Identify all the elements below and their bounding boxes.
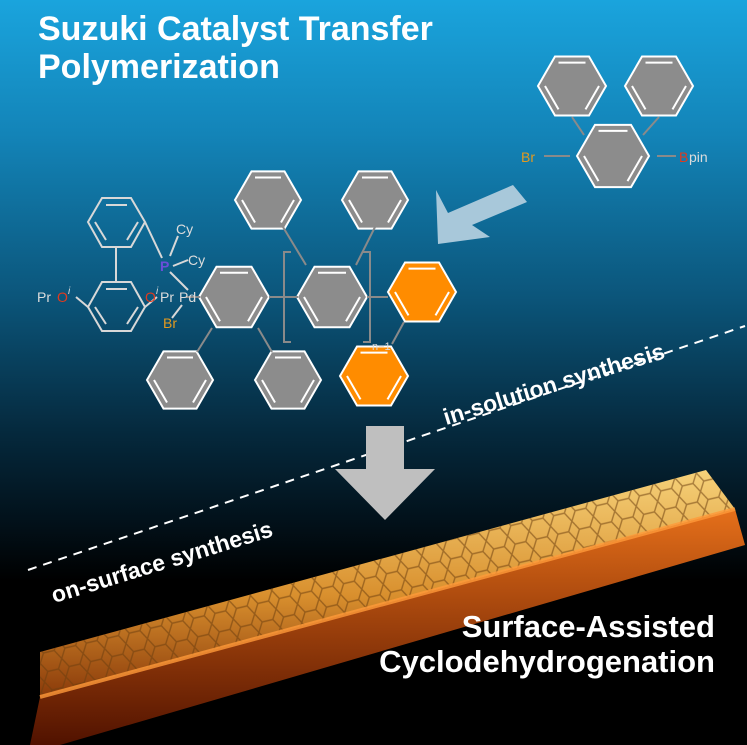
catalyst-opr-right-pr: Pr — [160, 289, 174, 305]
arrow-diagonal-icon — [436, 185, 527, 244]
polymer-ring-2-double-bond — [345, 296, 361, 322]
polymer-ring-1-double-bond — [205, 296, 221, 322]
catalyst-opr-left-o: O — [57, 289, 68, 305]
polymer-end-ring-1-double-bond — [434, 291, 450, 316]
repeat-brackets — [283, 251, 371, 343]
catalyst-opr-right-o: O — [145, 289, 156, 305]
monomer-core-ring-double-bond — [583, 155, 600, 182]
monomer-boron-label: B — [679, 149, 688, 165]
title-bottom: Surface-Assisted Cyclodehydrogenation — [379, 609, 715, 679]
polymer-top-ring-1-icon — [233, 170, 303, 230]
title-top: Suzuki Catalyst Transfer Polymerization — [38, 10, 433, 86]
monomer-bonds — [544, 116, 676, 157]
polymer-top-ring-2-double-bond — [348, 199, 363, 224]
polymer-top-ring-1-double-bond — [241, 199, 256, 224]
catalyst-opr-left-pr: Pr — [37, 289, 51, 305]
polymer-end-ring-1-icon — [386, 261, 458, 323]
polymer-bottom-ring-1-double-bond — [192, 379, 207, 404]
polymer-bottom-ring-2-double-bond — [261, 379, 276, 404]
title-top-line1: Suzuki Catalyst Transfer — [38, 10, 433, 48]
arrow-down-icon — [335, 426, 435, 520]
monomer-ring-right-double-bond — [631, 85, 647, 110]
polymer-end-ring-1-double-bond — [394, 291, 410, 316]
polymer-end-ring-2-icon — [338, 345, 410, 407]
catalyst-pd-label: Pd — [179, 289, 196, 305]
monomer-core-ring-double-bond — [626, 155, 643, 182]
monomer-core-ring-icon — [575, 123, 651, 189]
polymer-end-ring-2-double-bond — [386, 375, 402, 400]
polymer-ring-2-double-bond — [303, 296, 319, 322]
polymer-bottom-ring-1-icon — [145, 350, 215, 410]
title-bottom-line1: Surface-Assisted — [461, 609, 715, 644]
monomer-ring-left-double-bond — [584, 85, 600, 110]
monomer-br-label: Br — [521, 149, 535, 165]
catalyst-opr-right-i: i — [156, 286, 159, 297]
polymer-bottom-ring-1-double-bond — [153, 379, 168, 404]
repeat-subscript: n−1 — [372, 341, 391, 353]
polymer-bonds — [186, 226, 405, 353]
catalyst-p-label: P — [160, 258, 169, 274]
dashed-divider-icon — [27, 325, 746, 571]
graphene-ribbon-icon — [30, 470, 745, 745]
catalyst-opr-left-i: i — [68, 286, 71, 297]
polymer-ring-1-double-bond — [247, 296, 263, 322]
title-top-line2: Polymerization — [38, 48, 280, 87]
polymer-top-ring-2-icon — [340, 170, 410, 230]
monomer-ring-right-double-bond — [671, 85, 687, 110]
polymer-top-ring-1-double-bond — [280, 199, 295, 224]
catalyst-cy2-label: Cy — [188, 252, 205, 268]
chem-labels: Br B pin Cy Cy P Pd Br Pr O i O i Pr n−1 — [37, 149, 708, 353]
monomer-ring-left-double-bond — [544, 85, 560, 110]
polymer-ring-1-icon — [197, 265, 271, 329]
polymer-bottom-ring-2-double-bond — [300, 379, 315, 404]
polymer-top-ring-2-double-bond — [387, 199, 402, 224]
catalyst-br-label: Br — [163, 315, 177, 331]
catalyst-cy1-label: Cy — [176, 221, 193, 237]
title-bottom-line2: Cyclodehydrogenation — [379, 643, 715, 679]
polymer-end-ring-2-double-bond — [346, 375, 362, 400]
monomer-ring-left-icon — [536, 55, 608, 117]
monomer-ring-right-icon — [623, 55, 695, 117]
monomer-pin-label: pin — [689, 149, 708, 165]
polymer-bottom-ring-2-icon — [253, 350, 323, 410]
polymer-scheme — [145, 55, 695, 410]
catalyst-skeleton — [75, 197, 189, 332]
polymer-ring-2-icon — [295, 265, 369, 329]
